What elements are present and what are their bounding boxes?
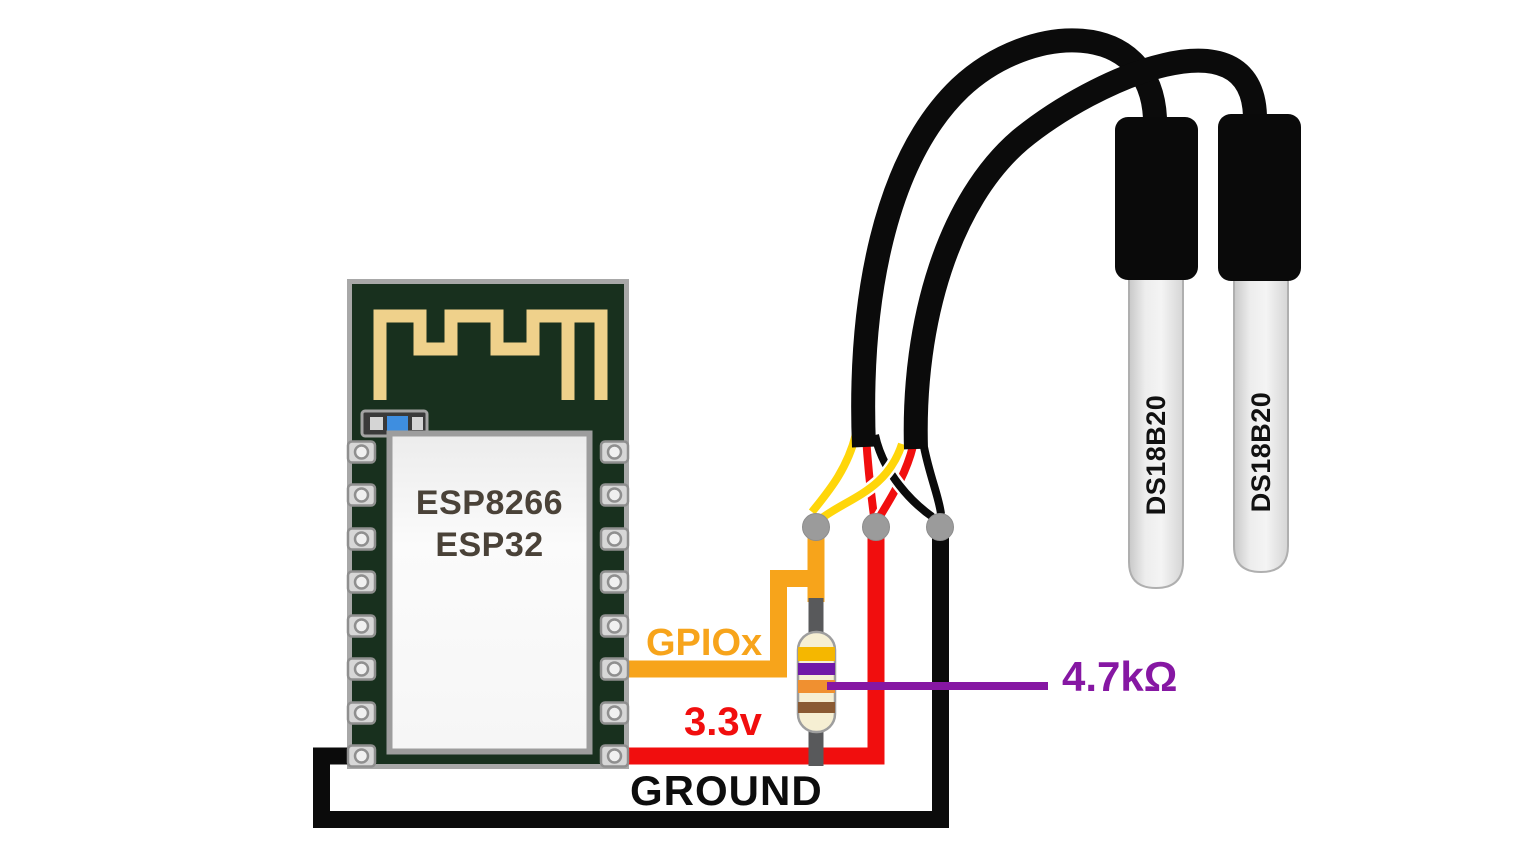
esp-pin-right-5 <box>599 614 630 638</box>
resistor-bands <box>798 647 835 713</box>
sensor2-cable <box>903 48 1267 450</box>
esp-pin-left-4 <box>346 570 377 594</box>
esp-board-label-line1: ESP8266 <box>415 484 564 522</box>
temperature-sensors <box>1115 114 1301 590</box>
esp-module <box>347 279 629 769</box>
sensor1-cable <box>851 28 1167 448</box>
power-3v3-wire <box>610 520 885 765</box>
sensor1-model-label: DS18B20 <box>1141 394 1171 516</box>
resistor-band-orange <box>798 680 835 693</box>
hookup-wires <box>313 520 949 828</box>
esp-pin-left-6 <box>346 657 377 681</box>
ground-wire-label: GROUND <box>630 767 823 814</box>
esp-pin-left-5 <box>346 614 377 638</box>
sensor2-probe <box>1233 269 1289 574</box>
resistor-band-gold <box>798 647 835 661</box>
esp-board-label: ESP8266 ESP32 <box>389 482 590 566</box>
esp-pin-right-7 <box>599 701 630 725</box>
junction-dots <box>802 513 954 541</box>
pullup-resistor <box>796 598 1048 766</box>
resistor-band-violet <box>798 663 835 675</box>
esp-pin-right-1 <box>599 440 630 464</box>
sensor2-cap <box>1218 114 1301 281</box>
smd-pad-left <box>370 417 383 430</box>
sensor2-data-wire <box>819 442 906 522</box>
esp-pin-left-1 <box>346 440 377 464</box>
esp-pin-left-3 <box>346 527 377 551</box>
esp-pin-right-2 <box>599 483 630 507</box>
sensor1-cap <box>1115 117 1198 280</box>
smd-pad-right <box>412 417 423 430</box>
sensor-breakout-wires <box>806 432 948 524</box>
esp-pin-right-gpio <box>599 657 630 681</box>
esp-pin-right-3 <box>599 527 630 551</box>
sensor-cables <box>851 28 1267 450</box>
gpio-junction-dot <box>802 513 830 541</box>
smd-core <box>387 416 408 431</box>
esp-board-label-line2: ESP32 <box>435 526 544 564</box>
resistor-value-label: 4.7kΩ <box>1062 653 1178 700</box>
gpio-wire <box>610 570 818 678</box>
esp-pin-left-gnd <box>346 744 377 768</box>
esp-pin-right-3v3 <box>599 744 630 768</box>
esp-smd-component <box>360 409 429 438</box>
wifi-antenna-icon <box>373 309 608 400</box>
esp-pin-left-7 <box>346 701 377 725</box>
esp-pin-right-4 <box>599 570 630 594</box>
sensor2-model-label: DS18B20 <box>1246 391 1276 513</box>
power-wire-label: 3.3v <box>684 700 762 744</box>
ground-junction-dot <box>926 513 954 541</box>
power-junction-dot <box>862 513 890 541</box>
sensor1-gnd-wire <box>871 434 937 522</box>
sensor1-probe <box>1128 267 1184 590</box>
esp-metal-shield <box>386 430 593 755</box>
ground-wire <box>313 520 949 828</box>
esp-pin-left-2 <box>346 483 377 507</box>
resistor-band-brown <box>798 702 835 713</box>
sensor2-gnd-wire <box>920 446 945 515</box>
gpio-wire-label: GPIOx <box>646 622 763 664</box>
